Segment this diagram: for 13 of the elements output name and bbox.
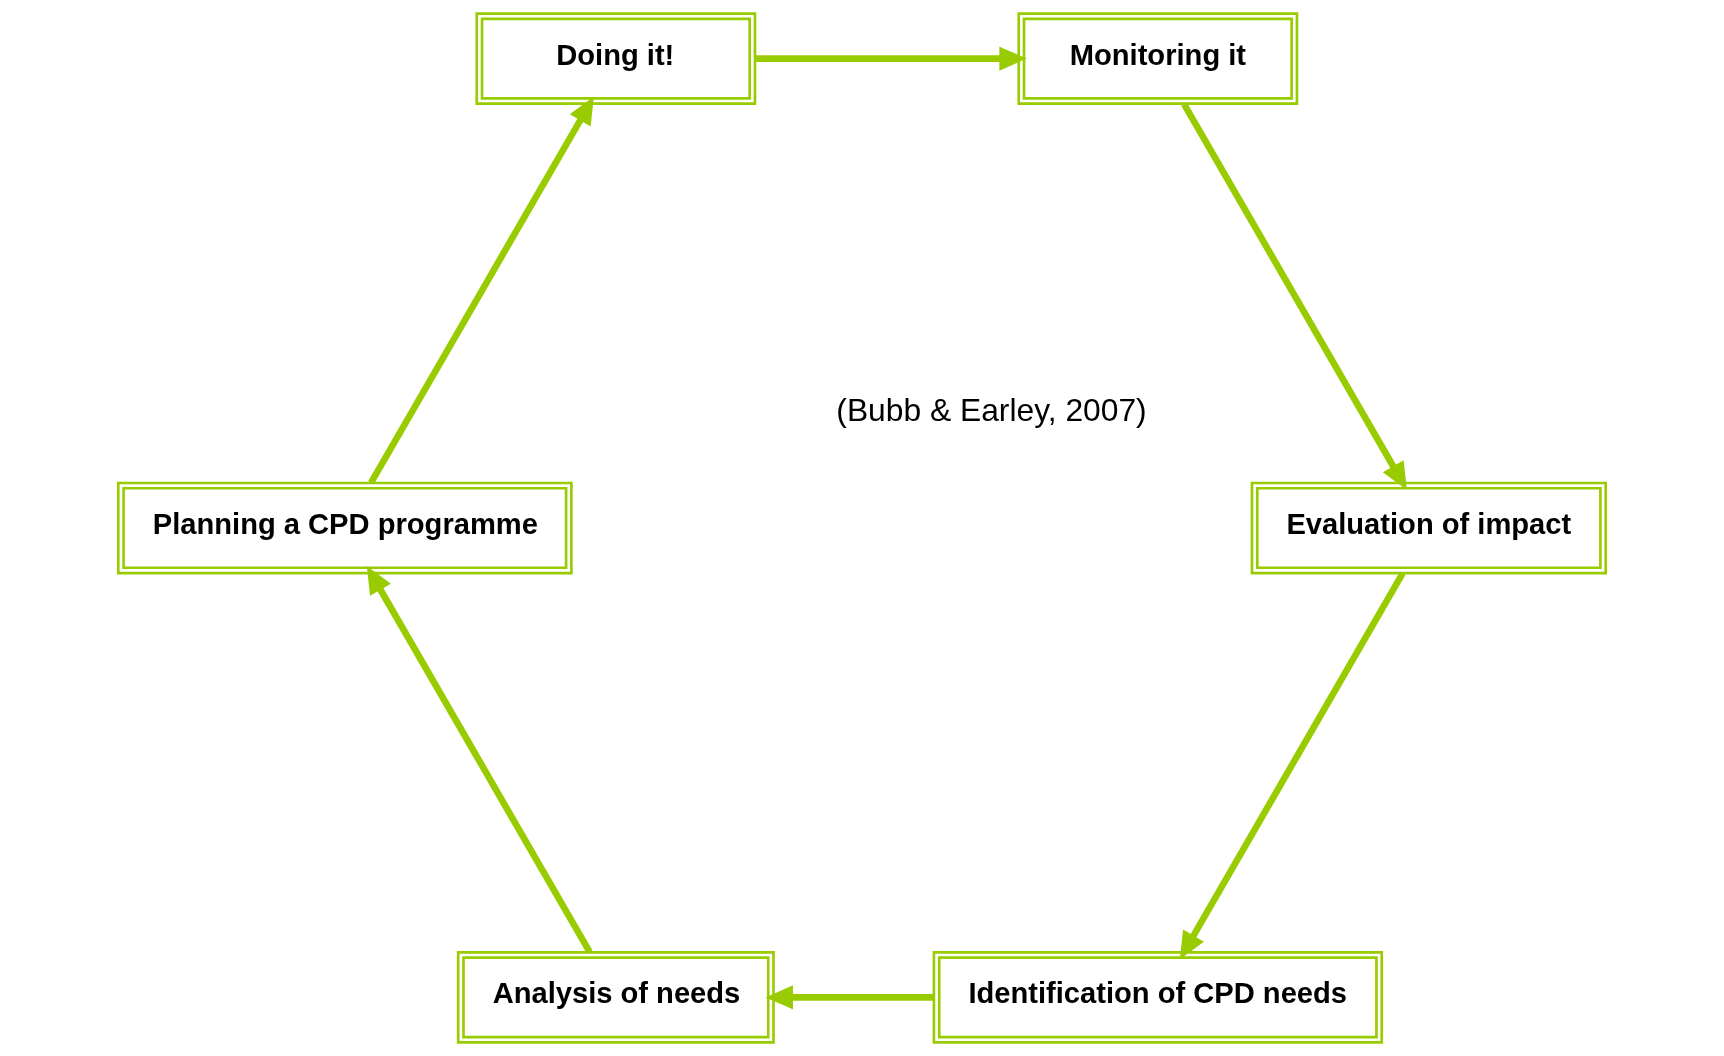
arrow bbox=[1181, 102, 1407, 491]
arrow bbox=[368, 96, 594, 485]
node-box: Identification of CPD needs bbox=[932, 951, 1384, 1044]
arrow bbox=[755, 46, 1027, 71]
node-box: Evaluation of impact bbox=[1250, 481, 1608, 575]
arrow bbox=[765, 985, 934, 1010]
node-box: Doing it! bbox=[475, 12, 757, 105]
node-box: Planning a CPD programme bbox=[116, 481, 573, 575]
node-box: Monitoring it bbox=[1017, 12, 1299, 105]
arrow bbox=[1179, 571, 1406, 960]
label: (Bubb & Earley, 2007) bbox=[836, 391, 1147, 428]
arrow bbox=[366, 565, 593, 954]
node-box: Analysis of needs bbox=[456, 951, 775, 1044]
